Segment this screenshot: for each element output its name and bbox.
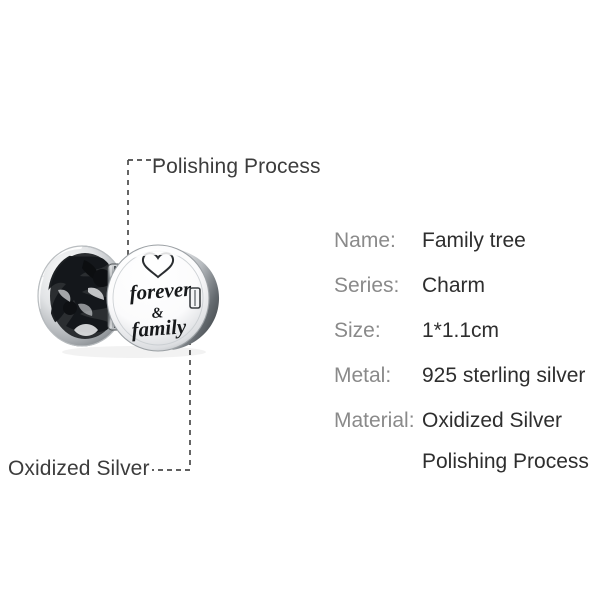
spec-row-size: Size: 1*1.1cm	[334, 308, 606, 353]
spec-value-metal: 925 sterling silver	[422, 364, 586, 387]
spec-value-material-line1: Oxidized Silver	[422, 409, 563, 432]
callout-label-oxidized-silver: Oxidized Silver	[8, 457, 150, 480]
spec-label-series: Series:	[334, 274, 400, 297]
spec-label-size: Size:	[334, 319, 381, 342]
spec-value-size: 1*1.1cm	[422, 319, 500, 342]
product-spec-table: Name: Family tree Series: Charm Size: 1*…	[334, 218, 606, 473]
spec-label-metal: Metal:	[334, 364, 392, 387]
spec-value-series: Charm	[422, 274, 486, 297]
product-charm-locket-image: forever & family	[37, 244, 220, 358]
spec-value-material-line2: Polishing Process	[422, 450, 589, 473]
callout-label-polishing-process: Polishing Process	[152, 155, 321, 178]
spec-row-series: Series: Charm	[334, 263, 606, 308]
spec-row-metal: Metal: 925 sterling silver	[334, 353, 606, 398]
charm-bead-hole	[189, 287, 201, 309]
engraving-family: family	[131, 314, 188, 342]
spec-row-name: Name: Family tree	[334, 218, 606, 263]
charm-right-half-engraved: forever & family	[106, 244, 220, 352]
spec-row-material: Material: Oxidized Silver Polishing Proc…	[334, 398, 606, 473]
spec-label-name: Name:	[334, 229, 396, 252]
engraving-ampersand: &	[151, 305, 164, 322]
spec-value-name: Family tree	[422, 229, 526, 252]
spec-value-material: Oxidized Silver Polishing Process	[422, 398, 589, 481]
charm-left-half-oxidized	[37, 245, 127, 347]
spec-label-material: Material:	[334, 409, 415, 432]
engraving-forever: forever	[129, 277, 193, 305]
